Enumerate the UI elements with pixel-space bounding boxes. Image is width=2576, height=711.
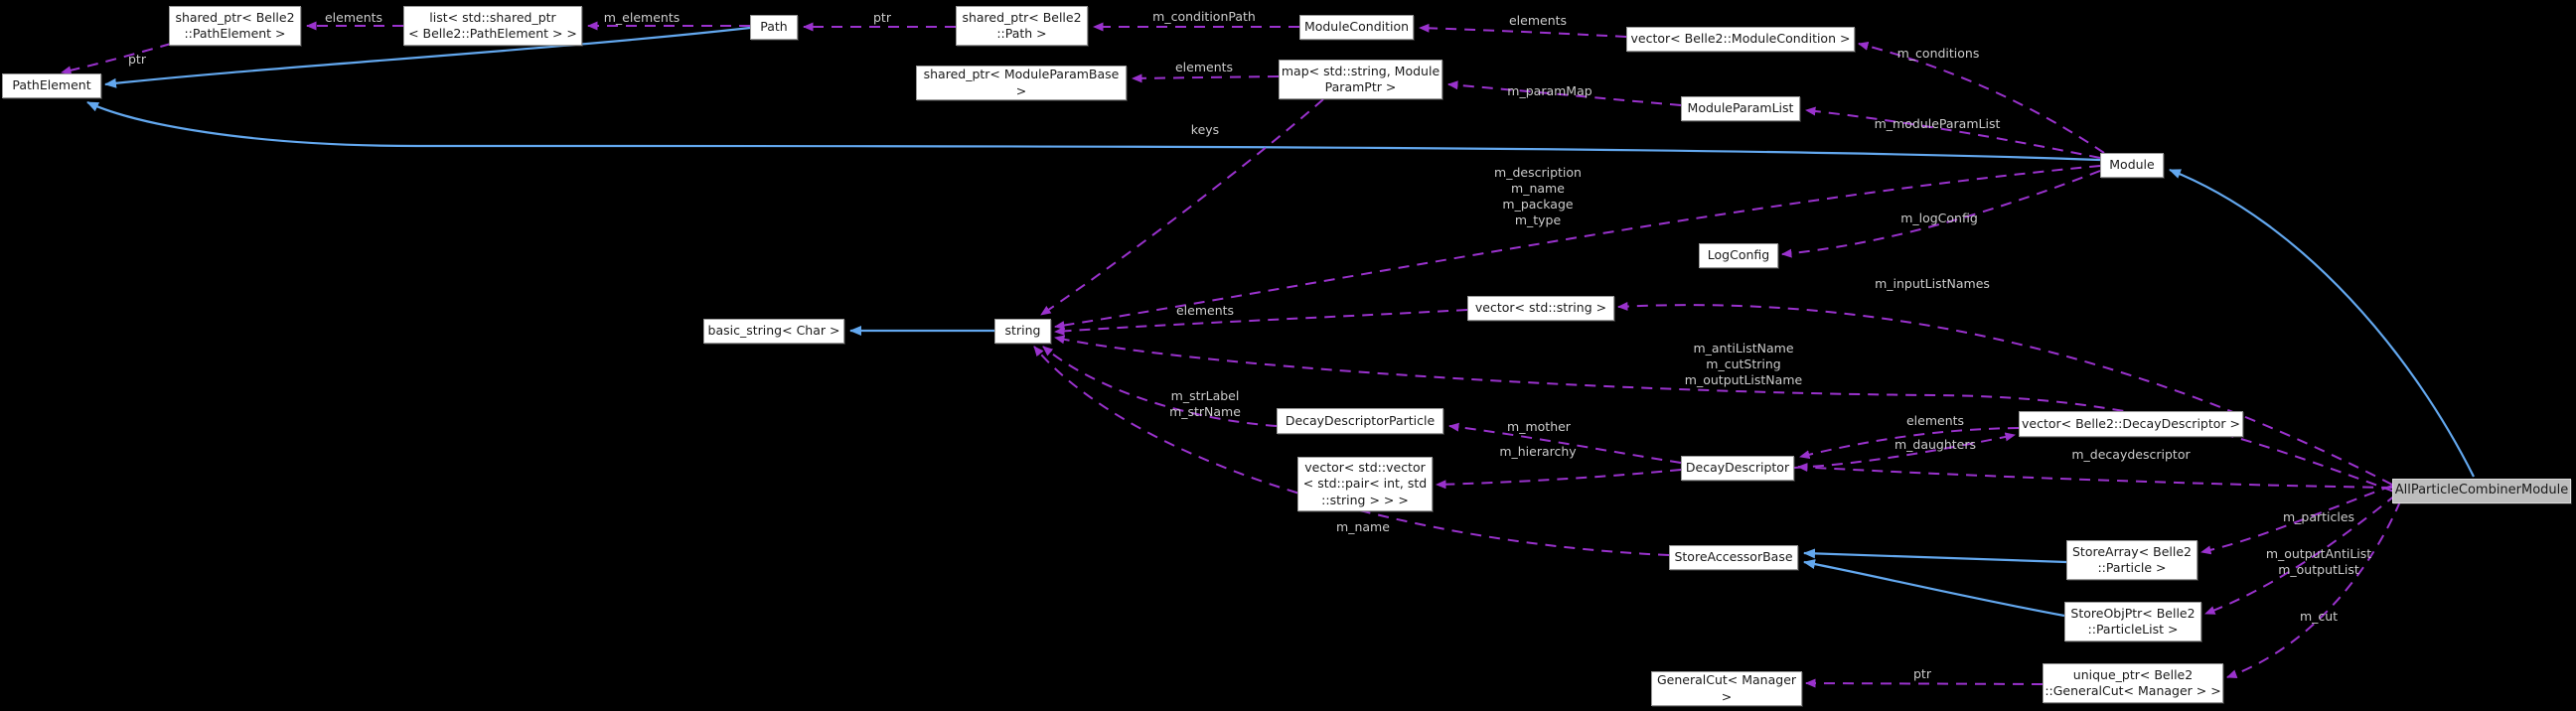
inheritance-edge-5: [1803, 559, 2065, 618]
node-unique-ptr-general-cut[interactable]: unique_ptr< Belle2 ::GeneralCut< Manager…: [2043, 663, 2223, 703]
usage-edge-32: [1805, 678, 2044, 688]
edge-label-elements: elements: [1905, 413, 1965, 428]
inheritance-edge-3: [2169, 168, 2475, 478]
usage-edge-17: [1054, 165, 2101, 330]
edge-label-ptr: ptr: [1913, 666, 1931, 681]
inheritance-edge-1: [86, 101, 2101, 162]
edge-label-elements: elements: [1175, 303, 1235, 318]
node-map-string-module-param-ptr[interactable]: map< std::string, Module ParamPtr >: [1279, 60, 1442, 99]
node-module-param-list[interactable]: ModuleParamList: [1681, 96, 1800, 121]
usage-edge-12: [1858, 41, 2105, 154]
node-shared-ptr-module-param-base[interactable]: shared_ptr< ModuleParamBase >: [916, 66, 1127, 100]
node-path[interactable]: Path: [750, 15, 798, 40]
edge-label-m_mother: m_mother: [1507, 419, 1571, 434]
edge-label-m_paramMap: m_paramMap: [1507, 83, 1592, 98]
edge-label-m_daughters: m_daughters: [1894, 437, 1977, 452]
edge-label-ptr: ptr: [128, 52, 146, 67]
usage-edge-31: [2226, 500, 2401, 678]
node-module-condition[interactable]: ModuleCondition: [1299, 15, 1414, 40]
edge-label-elements: elements: [324, 10, 383, 25]
node-list-shared-ptr-path-element[interactable]: list< std::shared_ptr < Belle2::PathElem…: [403, 6, 582, 46]
usage-edge-7: [61, 43, 172, 75]
node-general-cut-manager[interactable]: GeneralCut< Manager >: [1651, 671, 1802, 706]
node-vector-string[interactable]: vector< std::string >: [1467, 296, 1614, 321]
edge-label-m_conditionPath: m_conditionPath: [1152, 9, 1256, 24]
usage-edge-15: [1805, 106, 2101, 159]
node-vector-module-condition[interactable]: vector< Belle2::ModuleCondition >: [1626, 27, 1855, 52]
usage-edge-14: [1447, 80, 1682, 106]
node-string[interactable]: string: [994, 319, 1051, 344]
node-vector-decay-descriptor[interactable]: vector< Belle2::DecayDescriptor >: [2019, 411, 2243, 437]
usage-edge-26: [1797, 463, 2393, 489]
usage-edge-11: [1419, 23, 1627, 38]
edge-label-m_strLabel: m_strLabel m_strName: [1169, 388, 1241, 419]
usage-edge-16: [1040, 98, 1324, 316]
node-basic-string[interactable]: basic_string< Char >: [703, 319, 844, 344]
edge-label-m_outputAntiList: m_outputAntiList m_outputList: [2265, 546, 2372, 577]
edge-label-ptr: ptr: [873, 10, 891, 25]
node-vector-vector-pair-int-string[interactable]: vector< std::vector < std::pair< int, st…: [1297, 457, 1433, 511]
edge-label-m_conditions: m_conditions: [1896, 46, 1980, 61]
edge-label-m_description: m_description m_name m_package m_type: [1494, 165, 1582, 227]
node-path-element[interactable]: PathElement: [2, 73, 101, 98]
edge-label-m_logConfig: m_logConfig: [1900, 211, 1978, 225]
usage-edge-18: [1781, 170, 2101, 258]
edge-label-m_inputListNames: m_inputListNames: [1875, 276, 1990, 291]
node-log-config[interactable]: LogConfig: [1699, 243, 1778, 268]
inheritance-edge-0: [104, 26, 751, 88]
edge-label-keys: keys: [1190, 122, 1220, 137]
node-shared-ptr-path[interactable]: shared_ptr< Belle2 ::Path >: [956, 6, 1088, 46]
edge-label-elements: elements: [1174, 60, 1234, 74]
usage-edge-25: [1793, 432, 2016, 469]
node-module[interactable]: Module: [2100, 153, 2164, 178]
usage-edge-23: [1448, 422, 1682, 464]
usage-edge-19: [1617, 302, 2393, 486]
usage-edge-30: [2204, 494, 2397, 615]
edges: [61, 21, 2475, 688]
node-shared-ptr-path-element[interactable]: shared_ptr< Belle2 ::PathElement >: [169, 6, 301, 46]
edge-label-m_cut: m_cut: [2299, 609, 2339, 624]
usage-edge-27: [1436, 469, 1682, 490]
inheritance-edge-4: [1803, 548, 2067, 564]
node-store-obj-ptr-particle-list[interactable]: StoreObjPtr< Belle2 ::ParticleList >: [2064, 602, 2201, 641]
edge-label-m_moduleParamList: m_moduleParamList: [1874, 116, 2001, 131]
node-all-particle-combiner-module[interactable]: AllParticleCombinerModule: [2392, 479, 2571, 503]
usage-edge-13: [1132, 73, 1280, 83]
edge-label-elements: elements: [1508, 13, 1568, 28]
usage-edge-20: [1054, 309, 1468, 336]
node-decay-descriptor-particle[interactable]: DecayDescriptorParticle: [1277, 408, 1443, 434]
edge-label-m_particles: m_particles: [2282, 509, 2355, 524]
edge-label-m_decaydescriptor: m_decaydescriptor: [2071, 447, 2191, 462]
edge-label-m_name: m_name: [1336, 519, 1390, 534]
edge-label-m_elements: m_elements: [603, 10, 681, 25]
node-decay-descriptor[interactable]: DecayDescriptor: [1681, 456, 1794, 481]
edge-label-m_hierarchy: m_hierarchy: [1499, 444, 1577, 459]
edge-label-m_antiListName: m_antiListName m_cutString m_outputListN…: [1684, 341, 1803, 387]
node-store-accessor-base[interactable]: StoreAccessorBase: [1669, 545, 1798, 570]
usage-edge-28: [1033, 346, 1670, 556]
node-store-array-particle[interactable]: StoreArray< Belle2 ::Particle >: [2066, 540, 2197, 580]
usage-edge-29: [2200, 485, 2393, 555]
